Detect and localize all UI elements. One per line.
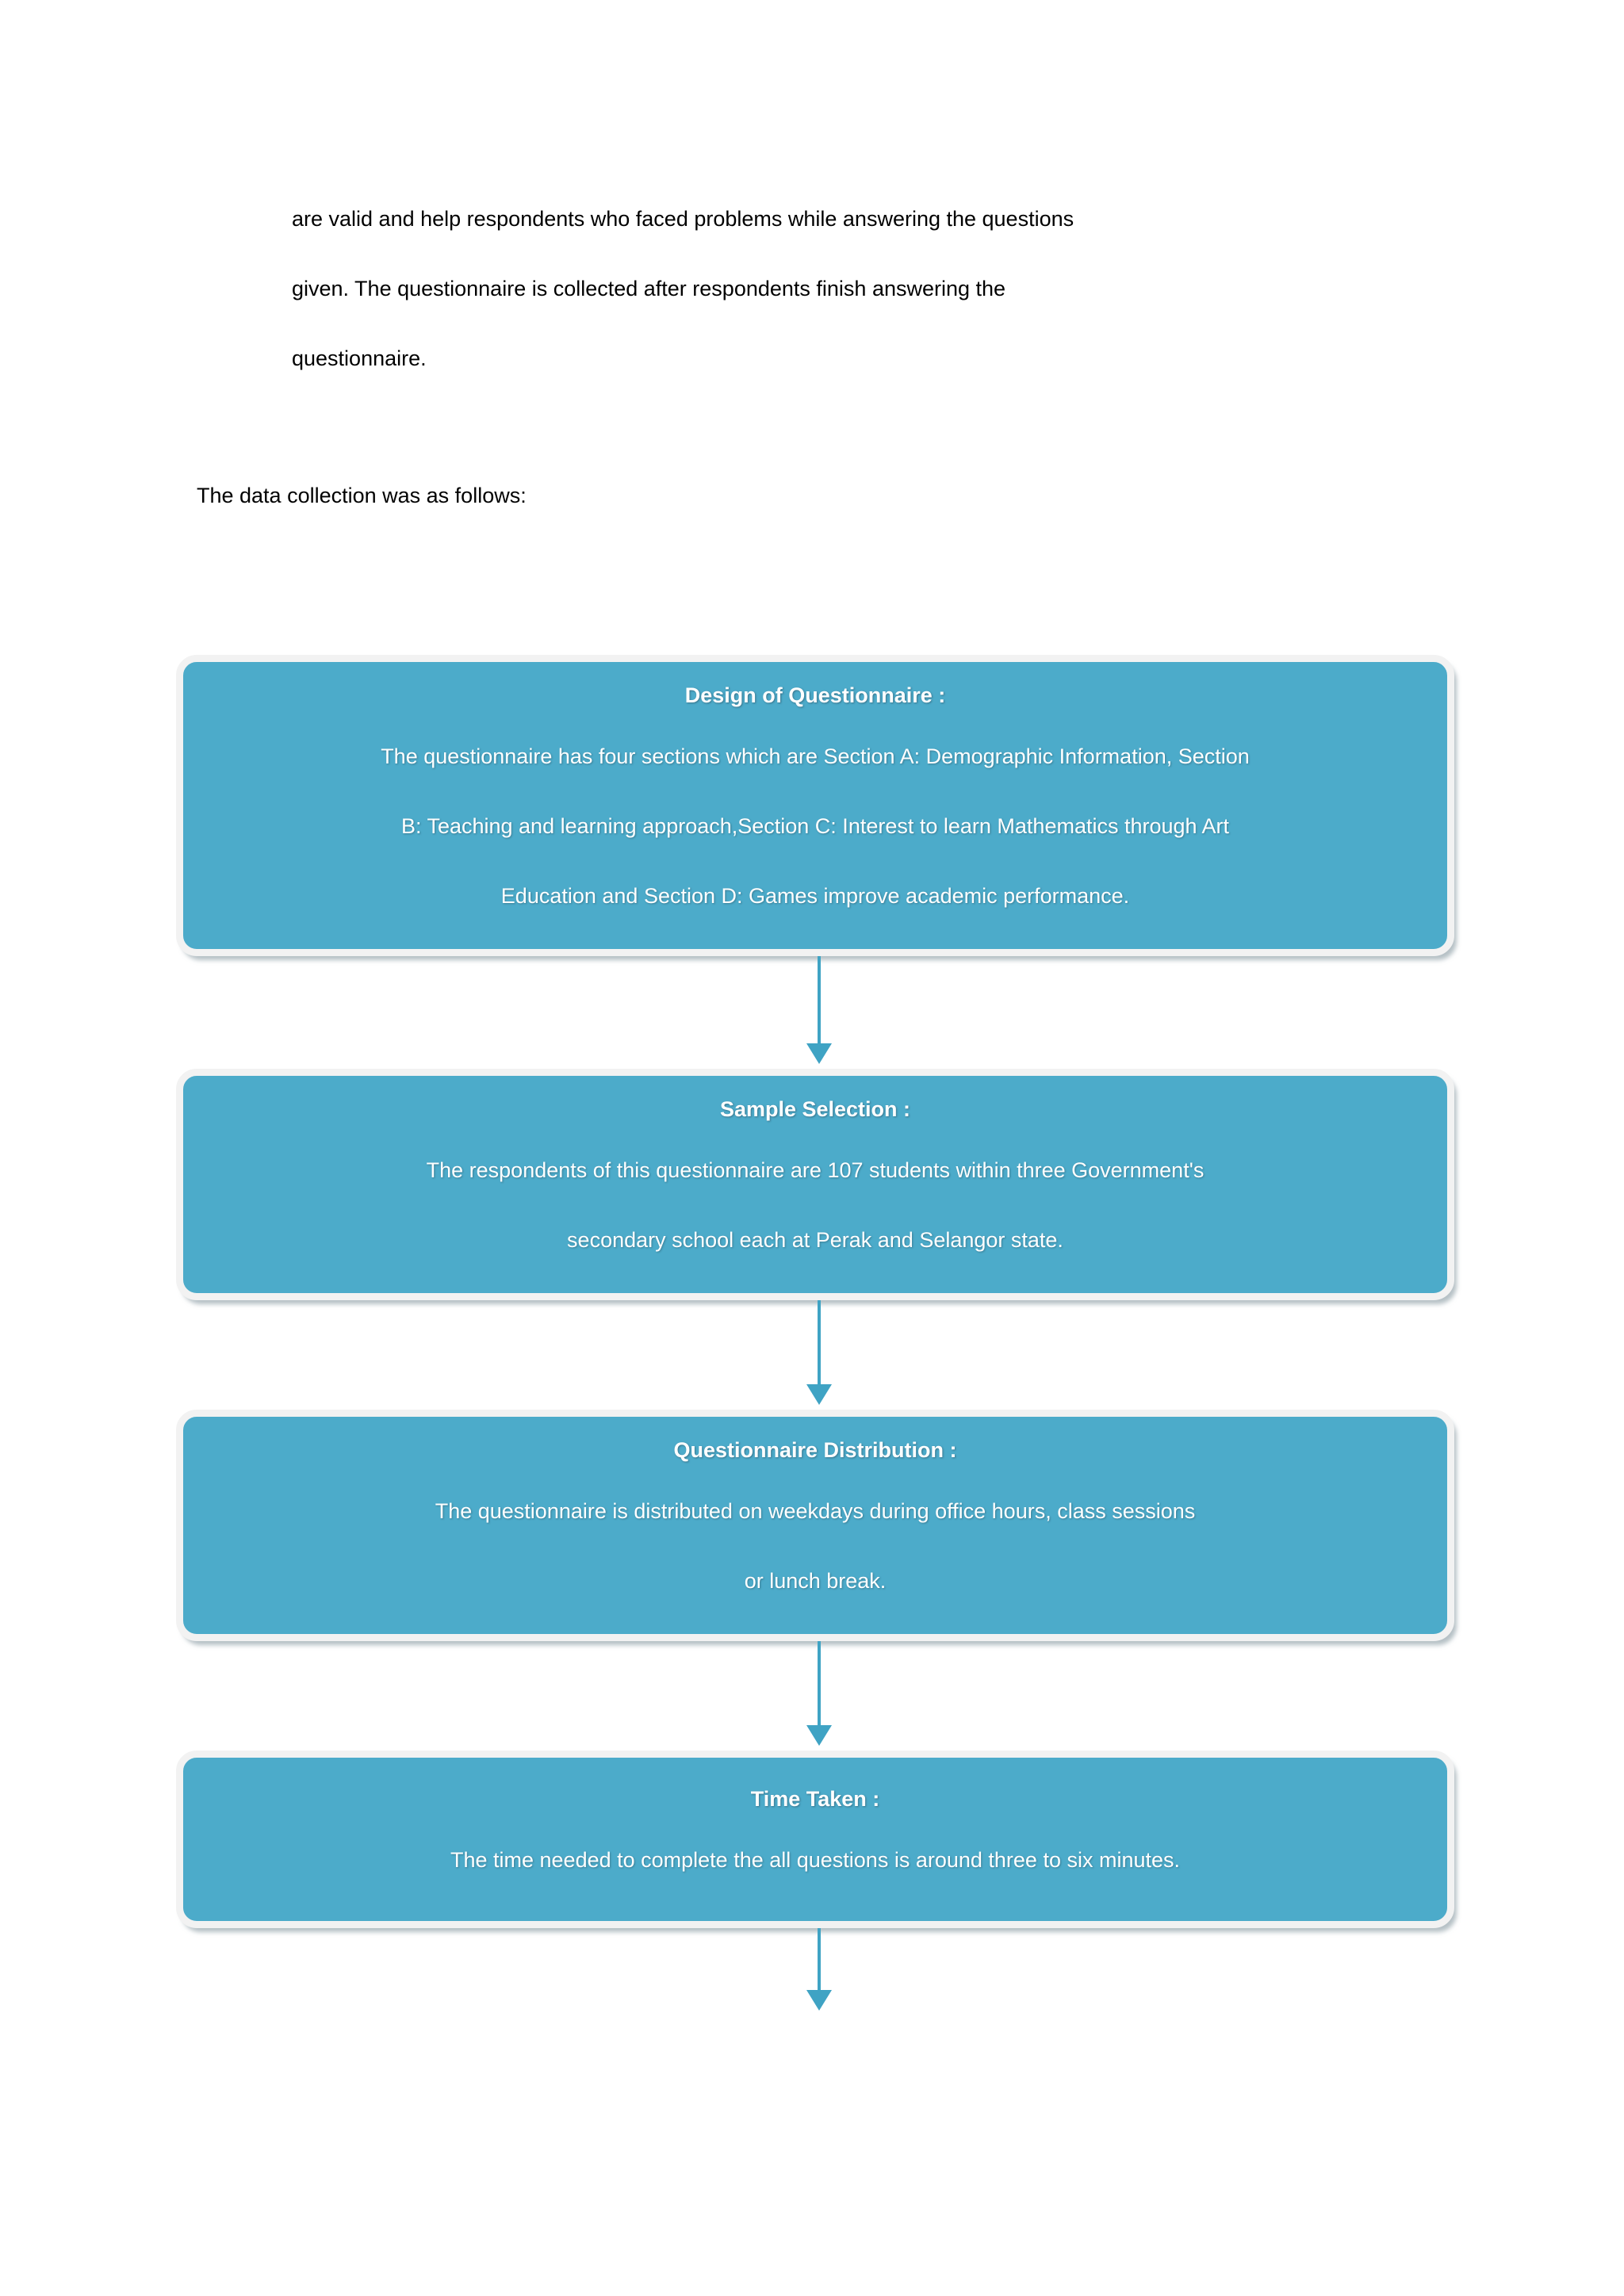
intro-line: The data collection was as follows:	[197, 484, 527, 507]
arrow-shaft	[818, 1300, 821, 1389]
arrow-head	[806, 1043, 832, 1064]
paragraph-line: given. The questionnaire is collected af…	[292, 277, 1006, 300]
flow-node-body: The time needed to complete the all ques…	[204, 1825, 1427, 1895]
arrow-head	[806, 1990, 832, 2011]
arrow-head	[806, 1384, 832, 1405]
arrow-down-icon	[805, 1300, 833, 1410]
flow-node-title: Questionnaire Distribution :	[673, 1438, 957, 1462]
flow-node-questionnaire-distribution[interactable]: Questionnaire Distribution : The questio…	[176, 1410, 1454, 1641]
flow-node-body: The questionnaire is distributed on week…	[204, 1476, 1427, 1616]
flow-node-body-line: B: Teaching and learning approach,Sectio…	[400, 814, 1230, 838]
flow-node-body-line: The respondents of this questionnaire ar…	[426, 1158, 1205, 1182]
arrow-down-icon	[805, 956, 833, 1069]
body-paragraph: are valid and help respondents who faced…	[292, 184, 1427, 393]
paragraph-line: are valid and help respondents who faced…	[292, 207, 1074, 231]
flow-node-body-line: The time needed to complete the all ques…	[450, 1848, 1181, 1872]
flow-node-title: Design of Questionnaire :	[684, 683, 946, 707]
flow-node-body-line: secondary school each at Perak and Selan…	[567, 1228, 1063, 1252]
arrow-shaft	[818, 1641, 821, 1730]
arrow-head	[806, 1725, 832, 1746]
flow-node-time-taken[interactable]: Time Taken : The time needed to complete…	[176, 1751, 1454, 1928]
arrow-down-icon	[805, 1928, 833, 2015]
flow-node-body: The questionnaire has four sections whic…	[204, 721, 1427, 931]
arrow-shaft	[818, 1928, 821, 1995]
flow-node-body-line: The questionnaire has four sections whic…	[381, 744, 1250, 768]
flow-node-design-of-questionnaire[interactable]: Design of Questionnaire : The questionna…	[176, 655, 1454, 956]
flow-node-body-line: The questionnaire is distributed on week…	[435, 1499, 1196, 1523]
flow-node-title: Time Taken :	[750, 1787, 880, 1811]
arrow-shaft	[818, 956, 821, 1048]
arrow-down-icon	[805, 1641, 833, 1751]
flow-node-body-line: or lunch break.	[744, 1569, 887, 1593]
paragraph-line: questionnaire.	[292, 346, 427, 370]
flow-node-sample-selection[interactable]: Sample Selection : The respondents of th…	[176, 1069, 1454, 1300]
flow-node-title: Sample Selection :	[719, 1097, 911, 1121]
flow-node-body-line: Education and Section D: Games improve a…	[500, 884, 1130, 908]
flow-node-body: The respondents of this questionnaire ar…	[204, 1135, 1427, 1275]
